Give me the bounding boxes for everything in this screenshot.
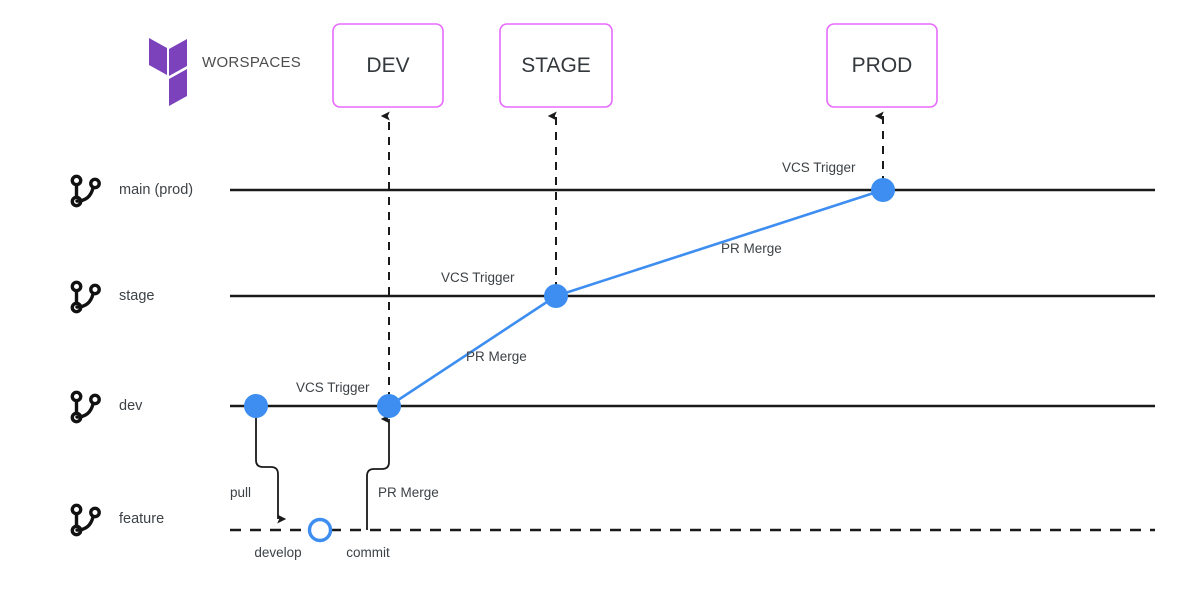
commit-dot-dev-merge[interactable] — [377, 394, 401, 418]
edge-label-pull: pull — [230, 485, 252, 500]
edge-label-vcs-trigger-stage: VCS Trigger — [441, 270, 515, 285]
workspaces-label: WORSPACES — [202, 54, 302, 71]
commit-dot-main-merge[interactable] — [871, 178, 895, 202]
workspace-box-dev-label: DEV — [366, 54, 410, 77]
branch-label-stage: stage — [119, 288, 155, 304]
edge-label-pr-merge-feature: PR Merge — [378, 485, 439, 500]
pull-arrow — [255, 414, 287, 524]
git-branch-icon-main — [70, 174, 101, 208]
commit-dot-stage-merge[interactable] — [544, 284, 568, 308]
edge-label-pr-merge-dev: PR Merge — [466, 349, 527, 364]
edge-label-vcs-trigger-dev: VCS Trigger — [296, 380, 370, 395]
git-branch-icon-feature — [70, 503, 101, 537]
workspace-box-stage-label: STAGE — [521, 54, 591, 77]
branch-label-feature: feature — [119, 511, 165, 527]
commit-dot-dev-initial[interactable] — [244, 394, 268, 418]
pr-merge-line-dev-to-stage — [388, 294, 557, 408]
git-branch-icon-dev — [70, 390, 101, 424]
commit-dot-feature[interactable] — [307, 517, 333, 543]
edge-label-vcs-trigger-prod: VCS Trigger — [782, 160, 856, 175]
edge-label-pr-merge-stage: PR Merge — [721, 241, 782, 256]
workspace-box-prod-label: PROD — [851, 54, 913, 77]
pr-merge-line-stage-to-main — [555, 188, 884, 298]
git-branch-icon-stage — [70, 280, 101, 314]
workspace-box-dev[interactable] — [332, 23, 444, 108]
pr-merge-arrow-feature-to-dev — [366, 414, 390, 530]
terraform-logo-icon — [149, 38, 187, 106]
workspace-box-prod[interactable] — [826, 23, 938, 108]
node-label-commit: commit — [346, 545, 390, 560]
workspace-box-stage[interactable] — [499, 23, 613, 108]
branch-label-main: main (prod) — [119, 182, 194, 198]
node-label-develop: develop — [254, 545, 302, 560]
branch-label-dev: dev — [119, 398, 143, 414]
